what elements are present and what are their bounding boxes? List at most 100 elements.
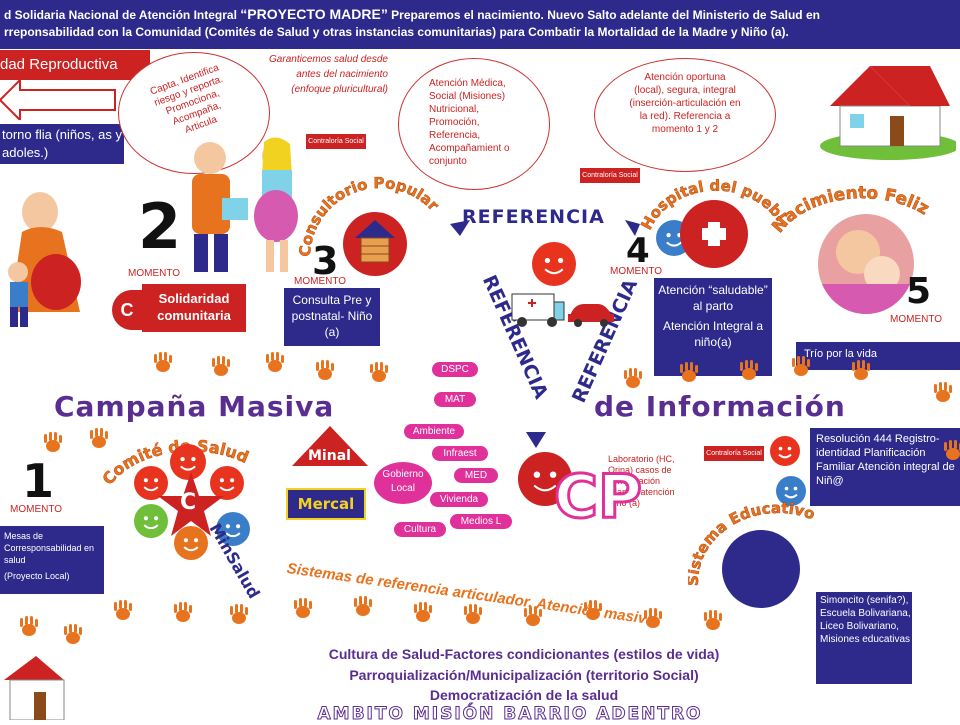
capta-text: Capta, Identifica riesgo y reporta. Prom…: [148, 62, 225, 136]
capta-bubble: Capta, Identifica riesgo y reporta. Prom…: [118, 52, 270, 174]
hand-print-icon: [460, 604, 486, 626]
hand-print-icon: [788, 356, 814, 378]
contraloria-social-3: Contraloría Social: [704, 446, 764, 461]
momento-4-number: 4: [626, 231, 650, 271]
garanticemos-text: Garanticemos salud desde antes del nacim…: [269, 54, 388, 95]
consulta-box: Consulta Pre y postnatal- Niño (a): [284, 288, 380, 346]
header-line-1: d Solidaria Nacional de Atención Integra…: [4, 6, 820, 22]
atencion-medica-bubble: Atención Médica, Social (Misiones) Nutri…: [398, 58, 550, 190]
smiley-center-red: [532, 242, 576, 286]
hand-print-icon: [930, 382, 956, 404]
hand-print-icon: [848, 360, 874, 382]
hand-print-icon: [312, 360, 338, 382]
bottom-line-3: Democratización de la salud: [429, 687, 619, 703]
bottom-house: [0, 656, 80, 721]
referencia-top: REFERENCIA: [462, 206, 605, 228]
hand-print-icon: [40, 432, 66, 454]
simoncito-box: Simoncito (senifa?), Escuela Bolivariana…: [816, 592, 912, 684]
star-c-icon: [158, 472, 224, 536]
mesas-box: Mesas de Corresponsabilidad en salud (Pr…: [0, 526, 104, 594]
solidaridad-box: Solidaridad comunitaria: [142, 284, 246, 332]
mother-baby-photo: [818, 214, 914, 314]
network-dspc: DSPC: [432, 362, 478, 377]
atencion-oportuna-text: Atención oportuna (local), segura, integ…: [629, 72, 741, 135]
hand-print-icon: [16, 616, 42, 638]
smiley-right-1: [770, 436, 800, 466]
hand-print-icon: [290, 598, 316, 620]
school-circle: [722, 530, 800, 608]
momento-1-label: MOMENTO: [10, 504, 63, 515]
hand-print-icon: [700, 610, 726, 632]
header-line-2: rreponsabilidad con la Comunidad (Comité…: [4, 25, 789, 39]
hand-print-icon: [170, 602, 196, 624]
atencion-medica-text: Atención Médica, Social (Misiones) Nutri…: [429, 78, 510, 167]
house-top-right: [810, 56, 960, 160]
proyecto-local-text: (Proyecto Local): [4, 571, 70, 581]
mesas-text: Mesas de Corresponsabilidad en salud: [4, 531, 95, 565]
momento-5-label: MOMENTO: [890, 314, 943, 325]
hand-print-icon: [350, 596, 376, 618]
entorno-familiar-box: torno flia (niños, as y adoles.): [0, 124, 124, 164]
hand-print-icon: [60, 624, 86, 646]
network-medios: Medios L: [450, 514, 512, 529]
hand-print-icon: [940, 440, 960, 462]
bottom-line-2: Parroquialización/Municipalización (terr…: [349, 667, 699, 683]
network-infraest: Infraest: [432, 446, 488, 461]
hand-print-icon: [366, 362, 392, 384]
network-vivienda: Vivienda: [430, 492, 488, 507]
network-ambiente: Ambiente: [404, 424, 464, 439]
referencia-arrows: [450, 220, 640, 448]
trio-box: Trío por la vida: [796, 342, 960, 370]
hand-print-icon: [208, 356, 234, 378]
momento-1-number: 1: [22, 454, 55, 508]
contraloria-social-2: Contraloría Social: [580, 168, 640, 183]
smiley-right-2: [776, 476, 806, 506]
momento-3-number: 3: [312, 239, 339, 283]
car-icon: [568, 304, 614, 327]
network-med: MED: [454, 468, 498, 483]
hand-print-icon: [736, 360, 762, 382]
doctor-woman-illustration: [192, 137, 298, 272]
campana-left: Campaña Masiva: [54, 390, 335, 423]
hospital-icon: [680, 200, 748, 268]
momento-4-label: MOMENTO: [610, 266, 663, 277]
momento-2-label: MOMENTO: [128, 268, 181, 279]
hand-print-icon: [86, 428, 112, 450]
smiley-5: [216, 512, 250, 546]
hand-print-icon: [262, 352, 288, 374]
momento-5-number: 5: [906, 271, 932, 312]
c-badge-left: C: [112, 290, 142, 330]
hand-print-icon: [110, 600, 136, 622]
atencion-oportuna-bubble: Atención oportuna (local), segura, integ…: [594, 58, 776, 172]
atencion-parto-text: Atención “saludable” al parto: [658, 283, 768, 313]
network-mat: MAT: [434, 392, 476, 407]
star-c-letter: C: [180, 490, 197, 515]
consultorio-icon: [343, 212, 407, 276]
mercal-label: Mercal: [286, 488, 366, 520]
hand-print-icon: [640, 608, 666, 630]
smiley-4: [134, 504, 168, 538]
momento-2-number: 2: [138, 190, 182, 263]
momento-3-label: MOMENTO: [294, 276, 347, 287]
network-cultura: Cultura: [394, 522, 446, 537]
cp-big-text: CP: [552, 461, 643, 534]
hand-print-icon: [150, 352, 176, 374]
family-illustration: [8, 192, 81, 327]
salud-reproductiva-label: dad Reproductiva: [0, 50, 150, 80]
smiley-2: [134, 466, 168, 500]
network-gobierno: Gobierno Local: [374, 462, 432, 504]
hand-print-icon: [580, 600, 606, 622]
smiley-cp: [518, 452, 572, 506]
smiley-6: [174, 526, 208, 560]
minal-label: Minal: [308, 448, 351, 464]
campana-right: de Información: [594, 390, 846, 423]
resolucion-box: Resolución 444 Registro- identidad Plani…: [810, 428, 960, 506]
bottom-line-1: Cultura de Salud-Factores condicionantes…: [328, 646, 720, 662]
smiley-1: [170, 444, 206, 480]
smiley-3: [210, 466, 244, 500]
atencion-nino-text: Atención Integral a niño(a): [662, 319, 764, 349]
nacimiento-arc: Nacimiento Feliz: [770, 183, 933, 237]
header-banner: d Solidaria Nacional de Atención Integra…: [0, 0, 960, 46]
hand-print-icon: [520, 606, 546, 628]
hand-print-icon: [620, 368, 646, 390]
